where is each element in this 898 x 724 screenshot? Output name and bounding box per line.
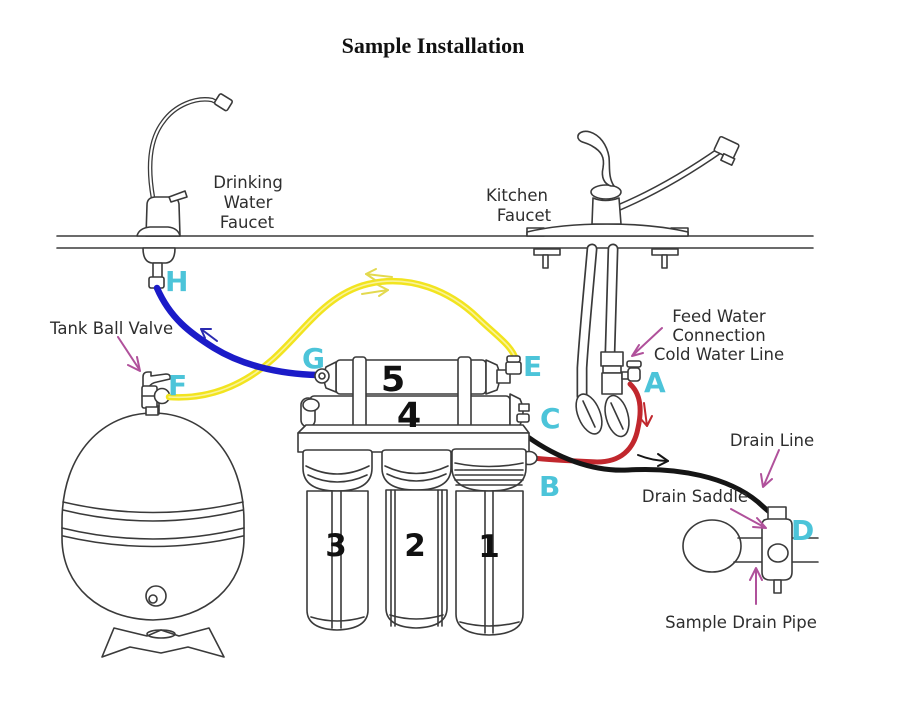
connection-label-d: D: [791, 514, 814, 547]
flow-arrow-black: [637, 453, 669, 467]
hanger-strap-right: [457, 356, 472, 429]
flow-arrow-blue: [200, 328, 218, 342]
tank-ball-valve: [141, 371, 171, 416]
drinking-water-faucet: [136, 93, 234, 289]
filter-unit: 5 4 3 2 1: [297, 355, 538, 636]
connection-label-c: C: [540, 402, 561, 435]
drinking-faucet-label-line1: Drinking: [213, 173, 283, 192]
flow-arrow-yellow-right: [361, 284, 389, 297]
connection-label-g: G: [302, 342, 325, 375]
drain-pipe-assembly: [682, 506, 819, 594]
feed-water-label-line1: Feed Water: [672, 307, 766, 326]
stage-4-number: 4: [397, 396, 421, 436]
flow-arrow-yellow-left: [365, 268, 393, 281]
connection-letters: H F G E A C B D: [165, 265, 814, 547]
mounting-bracket: [297, 424, 530, 453]
hanger-strap-left: [352, 356, 367, 429]
tube-blue-product-line: [153, 284, 322, 379]
pointer-feed-water: [631, 327, 663, 357]
pointer-sample-drain-pipe: [749, 567, 763, 605]
text-labels: Drinking Water Faucet Kitchen Faucet Tan…: [49, 173, 817, 632]
pointer-tank-ball-valve: [117, 336, 141, 372]
drinking-faucet-label-line3: Faucet: [220, 213, 275, 232]
mounting-bolts: [533, 248, 679, 269]
tank-stand: [101, 627, 225, 658]
feed-water-adapter: [600, 351, 642, 395]
feed-water-label-line2: Connection: [672, 326, 765, 345]
faucet-nozzle: [213, 93, 234, 112]
stage-3-housing: [302, 449, 373, 631]
stage-2-number: 2: [404, 528, 426, 564]
flow-arrow-red: [639, 402, 653, 427]
connection-label-h: H: [165, 265, 188, 298]
tank-ball-valve-label: Tank Ball Valve: [49, 319, 173, 338]
connection-label-a: A: [644, 366, 666, 399]
connection-label-e: E: [523, 350, 542, 383]
supply-hoses: [575, 243, 630, 438]
stage-1-number: 1: [478, 529, 500, 565]
sample-drain-pipe-label: Sample Drain Pipe: [665, 613, 817, 632]
stage-5-housing: [314, 355, 522, 395]
stage-2-housing: [381, 449, 452, 629]
fitting-g: [314, 368, 330, 384]
kitchen-faucet-label-line1: Kitchen: [486, 186, 548, 205]
stage-5-number: 5: [381, 360, 405, 400]
countertop: [56, 235, 814, 249]
drain-saddle-label: Drain Saddle: [642, 487, 748, 506]
pointer-drain-line: [760, 449, 780, 488]
kitchen-faucet: [526, 130, 740, 438]
connection-label-f: F: [168, 369, 187, 402]
drain-line-label: Drain Line: [730, 431, 814, 450]
pressure-tank: [61, 401, 245, 658]
stage-3-number: 3: [325, 528, 347, 564]
faucet-handle: [577, 130, 615, 187]
kitchen-faucet-label-line2: Faucet: [497, 206, 552, 225]
pointer-drain-saddle: [730, 508, 767, 529]
connection-label-b: B: [539, 470, 560, 503]
drinking-faucet-label-line2: Water: [224, 193, 273, 212]
drain-saddle-clamp: [761, 506, 793, 594]
pointer-arrows: [117, 327, 780, 605]
feed-water-label-line3: Cold Water Line: [654, 345, 784, 364]
diagram-title: Sample Installation: [342, 33, 525, 58]
tube-red-feed-line: [530, 381, 643, 465]
stage-1-housing: [451, 448, 527, 636]
